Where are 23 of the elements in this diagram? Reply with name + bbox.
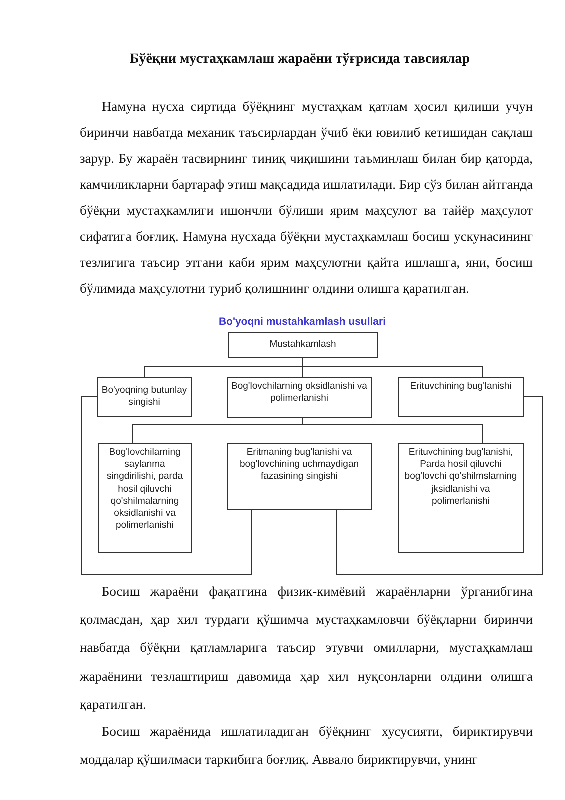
box-label: Bog'lovchilarning oksidlanishi va polimerlanishi xyxy=(231,381,368,406)
process-box xyxy=(398,443,524,553)
process-box xyxy=(98,443,192,553)
process-box xyxy=(97,377,192,417)
connector-line xyxy=(302,358,484,378)
box-label: Mustahkamlash xyxy=(270,338,336,352)
process-box xyxy=(227,443,372,510)
process-box xyxy=(228,332,378,358)
body-paragraph: Намуна нусха сиртида бўёқнинг мустаҳкам қатлам ҳосил қилиши учун биринчи навбатда механик таъсирлардан ўчиб ёки ювилиб кетишидан сақлаш зарур. Бу жараён тасвирнинг тиниқ чиқишини таъминлаш билан бир қаторда, камчиликларни бартараф этиш мақсадида ишлатилади. Бир сўз билан айтганда бўёқни мустаҳкамлиги ишончли бўлиши ярим маҳсулот ва тайёр маҳсулот сифатига боғлиқ. Намуна нусхада бўёқни мустаҳкамлаш босиш ускунасининг тезлигига таъсир этгани каби ярим маҳсулотни қайта ишлашга, яни, босиш бўлимида маҳсулотни туриб қолишнинг олдини олишга қаратилган. xyxy=(80,98,533,298)
connector-line xyxy=(336,396,544,576)
connector-line xyxy=(302,418,484,444)
box-label: Erituvchining bug'lanishi, Parda hosil qiluvchi bog'lovchi qo'shilmslarning jksidlanishi va polimerlanishi xyxy=(404,447,518,508)
box-label: Erituvchining bug'lanishi xyxy=(410,381,512,394)
process-box xyxy=(227,377,372,418)
connector-line xyxy=(82,396,252,576)
body-paragraph: Босиш жараёнида ишлатиладиган бўёқнинг хусусияти, бириктирувчи моддалар қўшилмаси таркибига боғлиқ. Аввало бириктирувчи, унинг xyxy=(80,723,533,770)
diagram-heading: Bo'yoqni mustahkamlash usullari xyxy=(218,316,388,328)
box-label: Eritmaning bug'lanishi va bog'lovchining uchmaydigan fazasining singishi xyxy=(238,447,360,484)
body-paragraph: Босиш жараёни фақатгина физик-кимёвий жараёнларни ўрганибгина қолмасдан, ҳар хил турдаги қўшимча мустаҳкамловчи бўёқларни биринчи навбатда бўёқни қатламларига таъсир этувчи омилларни, мустаҳкамлаш жараёнини тезлаштириш давомида ҳар хил нуқсонларни олдини олишга қаратилган. xyxy=(80,583,533,714)
box-label: Bo'yoqning butunlay singishi xyxy=(101,384,188,410)
box-label: Bog'lovchilarning saylanma singdirilishi, parda hosil qiluvchi qo'shilmalarning oksidlanishi va polimerlanishi xyxy=(106,447,184,532)
process-box xyxy=(398,377,524,417)
page-title: Бўёқни мустаҳкамлаш жараёни тўғрисида тавсиялар xyxy=(128,52,472,68)
